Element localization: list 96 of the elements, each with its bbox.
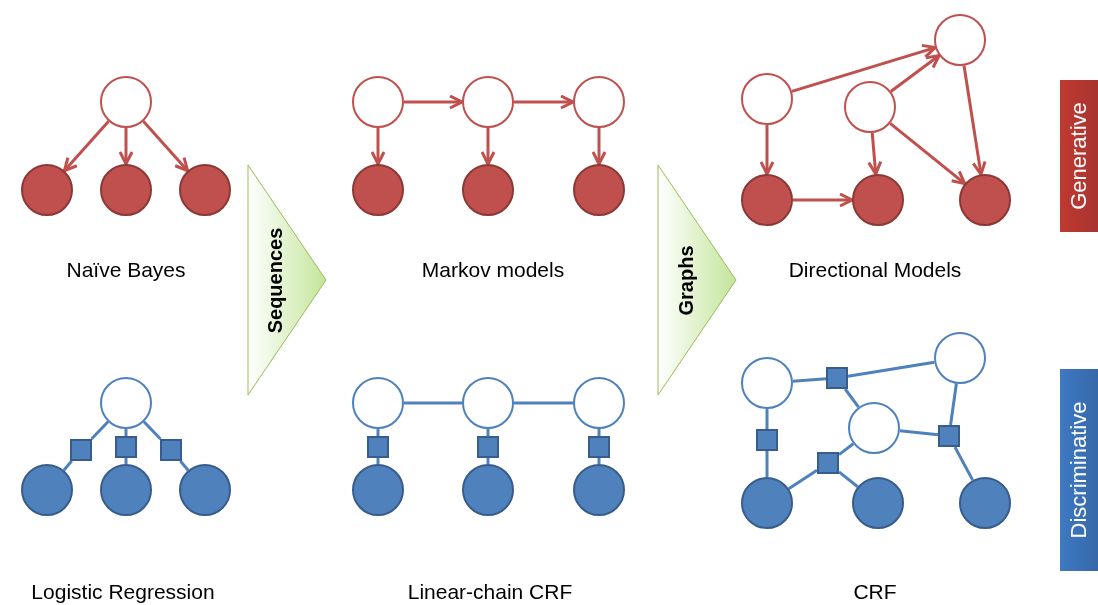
arrow [591, 128, 607, 166]
hidden-node [352, 76, 404, 128]
arrow [118, 128, 134, 166]
connector-line [376, 458, 380, 464]
observed-node [573, 164, 625, 216]
observed-node [741, 477, 793, 529]
factor-square [588, 436, 610, 458]
hidden-node [352, 377, 404, 429]
model-caption: Linear-chain CRF [407, 580, 573, 604]
hidden-node [100, 76, 152, 128]
arrow-label: Sequences [264, 227, 288, 333]
hidden-node [573, 377, 625, 429]
observed-node [462, 164, 514, 216]
factor-square [826, 367, 848, 389]
category-band [1060, 369, 1098, 571]
connector-line [792, 377, 827, 383]
connector-line [953, 446, 974, 481]
factor-square [70, 439, 92, 461]
connector-line [142, 420, 162, 441]
hidden-node [844, 81, 896, 133]
chevron-arrow [657, 164, 737, 396]
connector-line [376, 429, 380, 436]
connector-line [949, 383, 958, 426]
hidden-node [934, 332, 986, 384]
observed-node [100, 464, 152, 516]
model-caption: Logistic Regression [31, 580, 215, 604]
arrow-label: Graphs [674, 245, 698, 315]
arrow [889, 54, 941, 93]
observed-node [852, 174, 904, 226]
observed-node [179, 164, 231, 216]
connector-line [765, 409, 769, 429]
hidden-node [934, 14, 986, 66]
hidden-node [462, 377, 514, 429]
hidden-node [741, 357, 793, 409]
observed-node [100, 164, 152, 216]
observed-node [21, 464, 73, 516]
connector-line [486, 458, 490, 464]
hidden-node [741, 73, 793, 125]
connector-line [597, 458, 601, 464]
connector-line [843, 388, 860, 408]
arrow [962, 65, 987, 176]
factor-square [817, 452, 839, 474]
connector-line [90, 420, 110, 441]
factor-square [756, 429, 778, 451]
arrow [404, 94, 464, 110]
observed-node [179, 464, 231, 516]
arrow [791, 43, 937, 93]
connector-line [124, 458, 128, 464]
factor-square [367, 436, 389, 458]
arrow [867, 132, 883, 176]
hidden-node [848, 402, 900, 454]
observed-node [852, 477, 904, 529]
connector-line [899, 429, 939, 437]
connector-line [787, 468, 818, 490]
connector-line [597, 429, 601, 436]
category-label: Discriminative [1066, 401, 1092, 539]
arrow [759, 125, 775, 176]
observed-node [352, 464, 404, 516]
observed-node [352, 164, 404, 216]
connector-line [847, 360, 935, 378]
connector-line [838, 470, 859, 488]
observed-node [741, 174, 793, 226]
category-band [1060, 80, 1098, 232]
model-caption: Naïve Bayes [66, 258, 186, 282]
connector-line [404, 401, 462, 405]
hidden-node [573, 76, 625, 128]
observed-node [959, 174, 1011, 226]
arrow [793, 192, 854, 208]
observed-node [959, 477, 1011, 529]
hidden-node [100, 377, 152, 429]
category-label: Generative [1066, 102, 1092, 210]
factor-square [115, 436, 137, 458]
arrow [889, 122, 967, 186]
connector-line [124, 429, 128, 436]
arrow [62, 120, 110, 173]
model-caption: Directional Models [788, 258, 962, 282]
arrow [142, 120, 190, 173]
factor-square [477, 436, 499, 458]
connector-line [486, 429, 490, 436]
factor-square [160, 439, 182, 461]
model-caption: CRF [853, 580, 897, 604]
connector-line [838, 442, 855, 456]
arrow [514, 94, 575, 110]
model-caption: Markov models [421, 258, 565, 282]
chevron-arrow [247, 164, 327, 396]
observed-node [573, 464, 625, 516]
connector-line [62, 460, 73, 472]
connector-line [179, 460, 190, 472]
hidden-node [462, 76, 514, 128]
observed-node [462, 464, 514, 516]
factor-square [938, 425, 960, 447]
connector-line [514, 401, 573, 405]
arrow [480, 128, 496, 166]
connector-line [765, 451, 769, 477]
observed-node [21, 164, 73, 216]
arrow [370, 128, 386, 166]
